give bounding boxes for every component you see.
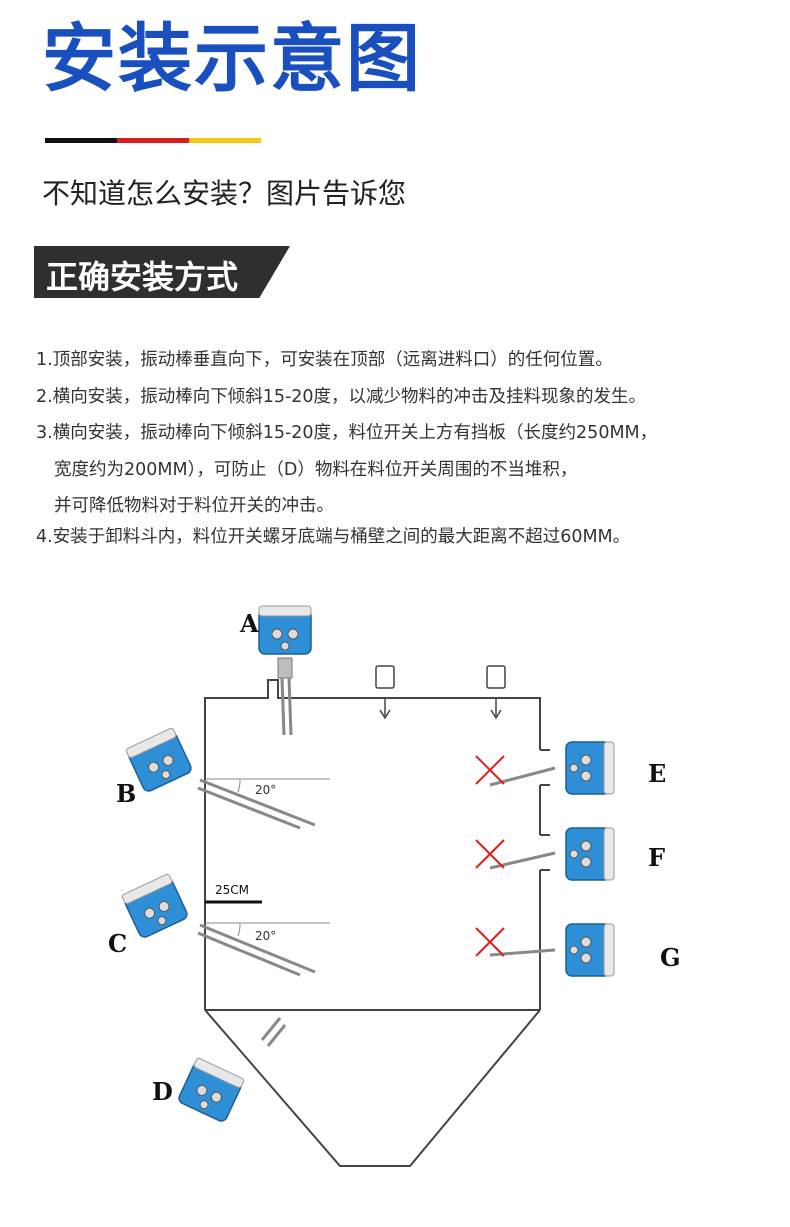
instruction-2: 2.横向安装，振动棒向下倾斜15-20度，以减少物料的冲击及挂料现象的发生。: [36, 386, 647, 407]
label-b: B: [116, 779, 136, 808]
page-title: 安装示意图: [42, 16, 422, 102]
section-banner: 正确安装方式: [34, 246, 290, 298]
baffle-label: 25CM: [215, 883, 249, 897]
inlet-1: [375, 665, 395, 720]
installation-diagram: A B 20° 25CM C 20° D E: [108, 605, 681, 1167]
sensor-e: [475, 741, 615, 795]
instruction-3a: 3.横向安装，振动棒向下倾斜15-20度，料位开关上方有挡板（长度约250MM，: [36, 423, 658, 443]
banner-label: 正确安装方式: [46, 258, 239, 296]
sensor-d: [176, 1017, 287, 1124]
sensor-b: [124, 726, 330, 830]
sensor-a: [258, 605, 312, 736]
page-subtitle: 不知道怎么安装？图片告诉您: [42, 177, 407, 210]
instruction-list: 1.顶部安装，振动棒垂直向下，可安装在顶部（远离进料口）的任何位置。 2.横向安…: [36, 342, 776, 547]
instruction-4: 4.安装于卸料斗内，料位开关螺牙底端与桶壁之间的最大距离不超过60MM。: [36, 526, 631, 547]
label-e: E: [648, 759, 666, 788]
banner-background: [34, 246, 290, 298]
sensor-c: [120, 872, 330, 977]
sensor-f: [475, 827, 615, 881]
label-g: G: [660, 943, 681, 972]
title-rule-black: [45, 138, 117, 143]
label-d: D: [152, 1077, 173, 1106]
instruction-3b: 宽度约为200MM），可防止（D）物料在料位开关周围的不当堆积，: [54, 459, 578, 480]
instruction-3c: 并可降低物料对于料位开关的冲击。: [54, 496, 334, 516]
title-rule-red: [117, 138, 189, 143]
angle-b: 20°: [255, 783, 276, 797]
sensor-g: [475, 923, 615, 977]
title-rule-yellow: [189, 138, 261, 143]
angle-c: 20°: [255, 929, 276, 943]
instruction-1: 1.顶部安装，振动棒垂直向下，可安装在顶部（远离进料口）的任何位置。: [36, 350, 613, 370]
label-a: A: [239, 609, 259, 638]
label-f: F: [648, 843, 665, 872]
inlet-2: [486, 665, 506, 720]
instruction-4-wrap: 4.安装于卸料斗内，料位开关螺牙底端与桶壁之间的最大距离不超过60MM。: [36, 525, 776, 547]
label-c: C: [108, 929, 127, 958]
